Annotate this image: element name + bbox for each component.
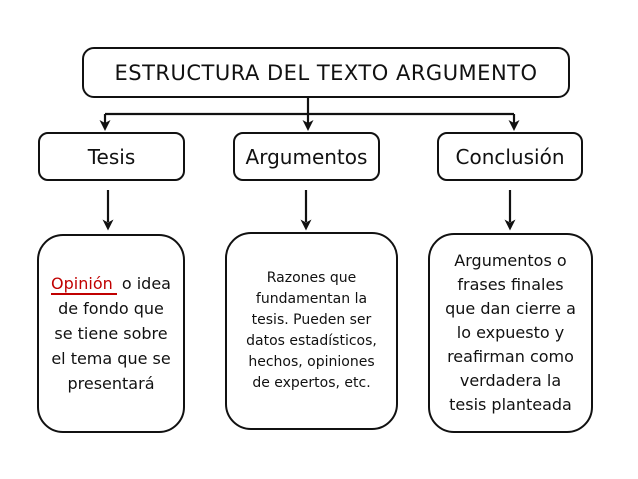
arrowhead-tesis — [99, 120, 111, 131]
title-box: ESTRUCTURA DEL TEXTO ARGUMENTO — [82, 47, 570, 98]
arrowhead-conclusion-desc — [504, 219, 516, 231]
branch-label-tesis: Tesis — [87, 144, 136, 169]
arrowhead-tesis-desc — [102, 219, 114, 231]
branch-box-argumentos: Argumentos — [233, 132, 380, 181]
arrowhead-conclusion — [508, 120, 520, 131]
description-text-conclusion: Argumentos o frases finales que dan cier… — [445, 251, 576, 414]
title-text: ESTRUCTURA DEL TEXTO ARGUMENTO — [114, 60, 538, 85]
branch-label-conclusion: Conclusión — [455, 144, 565, 169]
description-text-argumentos: Razones que fundamentan la tesis. Pueden… — [246, 270, 377, 391]
description-rest-tesis: o idea de fondo que se tiene sobre el te… — [51, 274, 171, 393]
branch-box-conclusion: Conclusión — [437, 132, 583, 181]
description-box-conclusion: Argumentos o frases finales que dan cier… — [428, 233, 593, 433]
highlighted-word-opinion: Opinión — [51, 274, 117, 295]
branch-box-tesis: Tesis — [38, 132, 185, 181]
description-text-tesis: Opinión o idea de fondo que se tiene sob… — [51, 271, 171, 396]
branch-label-argumentos: Argumentos — [245, 144, 368, 169]
description-box-argumentos: Razones que fundamentan la tesis. Pueden… — [225, 232, 398, 430]
arrowhead-argumentos-desc — [300, 219, 312, 231]
description-box-tesis: Opinión o idea de fondo que se tiene sob… — [37, 234, 185, 433]
arrowhead-argumentos — [302, 120, 314, 131]
